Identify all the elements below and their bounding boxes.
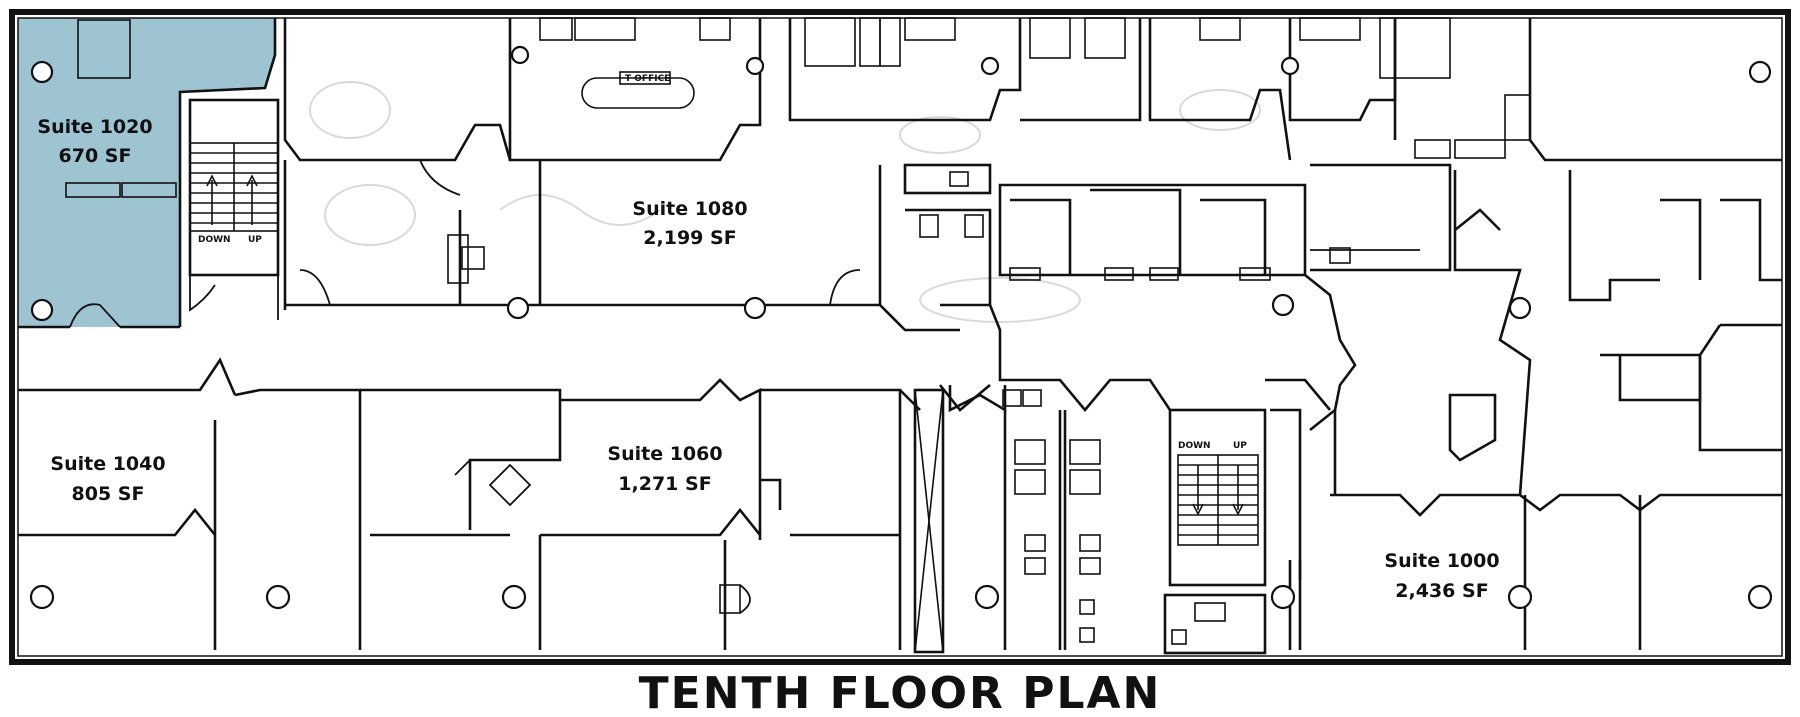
east-wing	[1270, 170, 1782, 650]
corridor-walls	[879, 304, 1331, 413]
north-offices: T OFFICE	[283, 17, 1782, 162]
suite-1000-area: 2,436 SF	[1395, 580, 1488, 602]
stair-north-down-label: DOWN	[198, 235, 231, 245]
stair-north: DOWN UP	[188, 98, 280, 320]
suite-1040-area: 805 SF	[72, 483, 145, 505]
suite-1060-name: Suite 1060	[607, 443, 722, 465]
exterior-wall	[9, 9, 1791, 665]
suite-1020-name: Suite 1020	[37, 116, 152, 138]
suite-1080-area: 2,199 SF	[643, 227, 736, 249]
stair-south-down-label: DOWN	[1178, 441, 1211, 451]
office-tag: T OFFICE	[625, 74, 670, 84]
stair-south-up-label: UP	[1233, 441, 1247, 451]
suite-1080-name: Suite 1080	[632, 198, 747, 220]
plan-title: TENTH FLOOR PLAN	[639, 668, 1162, 717]
south-offices	[18, 357, 1000, 654]
suite-1040-name: Suite 1040	[50, 453, 165, 475]
suite-1020-area: 670 SF	[59, 145, 132, 167]
core-north	[903, 163, 1452, 317]
core-south: DOWN UP	[948, 385, 1302, 655]
ghost-furniture	[309, 81, 1261, 323]
suite-1060-area: 1,271 SF	[618, 473, 711, 495]
stair-north-up-label: UP	[248, 235, 262, 245]
suite-labels: Suite 1020 670 SF Suite 1080 2,199 SF Su…	[37, 116, 1499, 602]
suite-1000-name: Suite 1000	[1384, 550, 1499, 572]
suite-1080-walls	[283, 159, 882, 320]
suite-1020-walls	[18, 18, 277, 329]
suite-1020-highlight[interactable]	[18, 18, 275, 327]
